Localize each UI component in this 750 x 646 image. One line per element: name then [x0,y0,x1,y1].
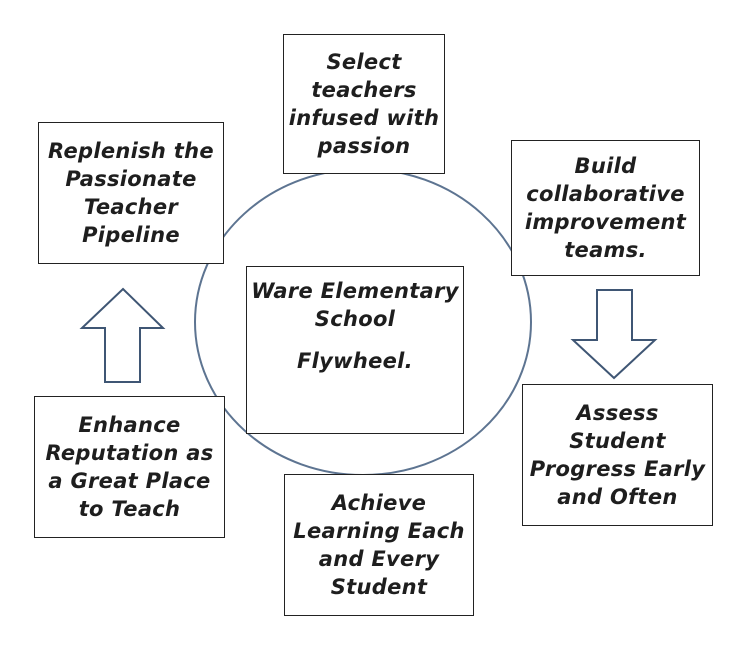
center-title-line-2: School [314,307,396,331]
step-text-line: Student [569,429,666,453]
step-text-line: Achieve [331,491,427,515]
down-arrow-icon [570,289,658,380]
step-text-line: Select [326,50,402,74]
step-text-line: Passionate [65,167,197,191]
step-text-line: and Often [557,485,678,509]
step-text-line: passion [317,134,411,158]
step-text-line: Progress Early [529,457,706,481]
step-box-select: Select teachers infused with passion [283,34,445,174]
step-box-replenish: Replenish the Passionate Teacher Pipelin… [38,122,224,264]
step-text-line: collaborative [526,182,685,206]
step-text-line: Learning Each [293,519,465,543]
up-arrow-icon [79,287,166,383]
step-text-line: Student [330,575,428,599]
step-text-line: improvement [524,210,687,234]
center-title-line-3: Flywheel. [297,349,413,373]
step-text-line: Replenish the [48,139,214,163]
step-text-line: and Every [318,547,440,571]
center-title-line-1: Ware Elementary [251,279,459,303]
step-text-line: infused with [288,106,440,130]
step-text-line: Assess [576,401,659,425]
step-text-line: Enhance [78,413,181,437]
step-text-line: Pipeline [82,223,180,247]
step-box-build: Build collaborative improvement teams. [511,140,700,276]
step-text-line: Reputation as [45,441,214,465]
step-text-line: Teacher [83,195,179,219]
step-box-achieve: Achieve Learning Each and Every Student [284,474,474,616]
step-text-line: teachers [311,78,417,102]
step-box-enhance: Enhance Reputation as a Great Place to T… [34,396,225,538]
step-text-line: teams. [564,238,647,262]
center-title-box: Ware Elementary School Flywheel. [246,266,464,434]
step-text-line: Build [574,154,637,178]
step-box-assess: Assess Student Progress Early and Often [522,384,713,526]
step-text-line: to Teach [78,497,181,521]
step-text-line: a Great Place [48,469,211,493]
